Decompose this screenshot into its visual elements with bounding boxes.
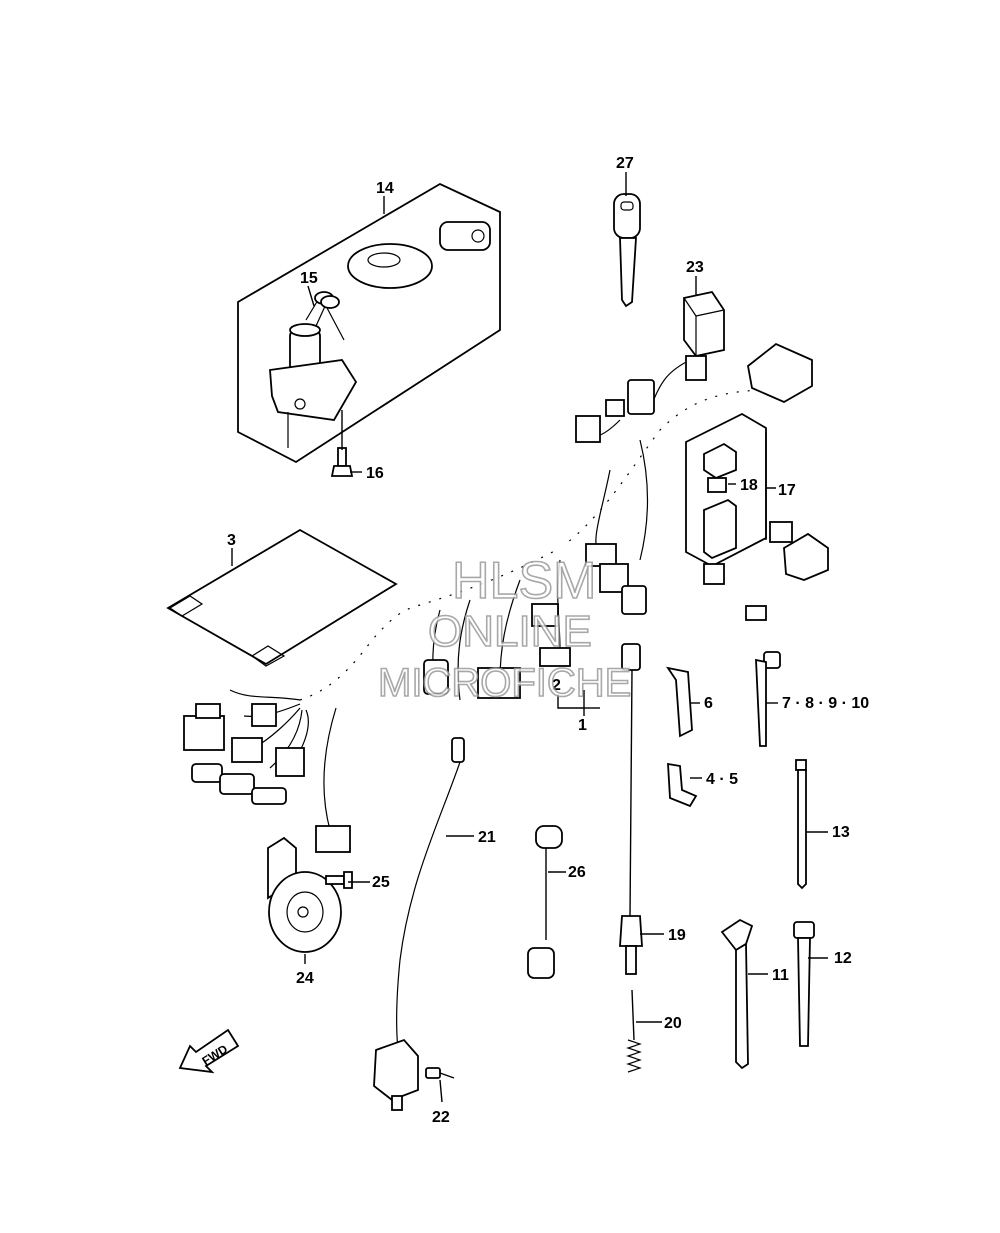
side-stand-switch-21[interactable] (373, 737, 465, 1111)
watermark-line-3: MICROFICHE (378, 661, 631, 705)
clamp-6[interactable] (666, 666, 693, 738)
ignition-switch-set[interactable] (237, 182, 501, 464)
relay-23[interactable] (683, 290, 725, 358)
callout-19[interactable]: 19 (668, 927, 686, 944)
callout-25[interactable]: 25 (372, 874, 390, 891)
neutral-switch-19[interactable] (619, 643, 643, 975)
leader-lines (231, 172, 828, 1103)
clamp-band-7-10[interactable] (755, 651, 781, 747)
horn-24[interactable] (267, 836, 342, 953)
watermark: HLSM ONLINE MICROFICHE (377, 551, 632, 706)
bolt-25[interactable] (325, 871, 353, 889)
spring-20[interactable] (626, 989, 642, 1073)
callout-13[interactable]: 13 (832, 824, 850, 841)
bolt-16[interactable] (330, 447, 354, 477)
sensor-26[interactable] (527, 825, 563, 979)
watermark-line-1: HLSM (452, 552, 596, 610)
callout-17[interactable]: 17 (778, 482, 796, 499)
callout-27[interactable]: 27 (616, 155, 634, 172)
callout-7-8-9-10[interactable]: 7 · 8 · 9 · 10 (782, 695, 869, 712)
wiring-label-sheet[interactable] (166, 528, 398, 667)
callout-20[interactable]: 20 (664, 1015, 682, 1032)
callout-24[interactable]: 24 (296, 970, 314, 987)
fuse-box-set[interactable] (685, 412, 767, 568)
callout-26[interactable]: 26 (568, 864, 586, 881)
wiring-harness[interactable] (183, 342, 829, 853)
callout-23[interactable]: 23 (686, 259, 704, 276)
screw-22[interactable] (425, 1067, 455, 1079)
clamp-11[interactable] (720, 918, 754, 1070)
callout-3[interactable]: 3 (227, 532, 236, 549)
callout-11[interactable]: 11 (772, 967, 789, 984)
callout-22[interactable]: 22 (432, 1109, 450, 1126)
forward-direction-arrow: FWD (178, 1028, 240, 1074)
clamp-12[interactable] (793, 921, 815, 1047)
callout-4-5[interactable]: 4 · 5 (706, 771, 738, 788)
callout-2[interactable]: 2 (552, 677, 561, 694)
callout-6[interactable]: 6 (704, 695, 713, 712)
clamp-4-5[interactable] (667, 762, 698, 808)
watermark-line-2: ONLINE (428, 607, 592, 656)
callout-21[interactable]: 21 (478, 829, 496, 846)
callout-12[interactable]: 12 (834, 950, 852, 967)
callout-labels: 14 15 16 27 23 18 17 3 2 1 6 7 · 8 · 9 ·… (227, 155, 869, 1126)
callout-15[interactable]: 15 (300, 270, 318, 287)
clamp-band-13[interactable] (795, 759, 807, 890)
key-blank-27[interactable] (613, 193, 641, 308)
callout-1[interactable]: 1 (578, 717, 587, 734)
callout-16[interactable]: 16 (366, 465, 384, 482)
callout-18[interactable]: 18 (740, 477, 758, 494)
callout-14[interactable]: 14 (376, 180, 394, 197)
